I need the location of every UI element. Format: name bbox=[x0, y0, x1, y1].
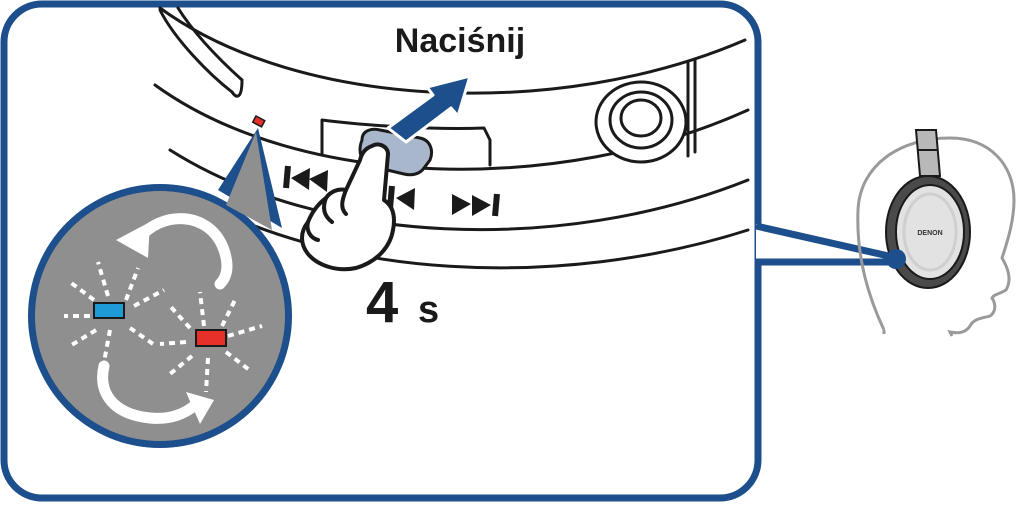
press-label: Naciśnij bbox=[395, 22, 525, 60]
cycle-arrowhead-bottom bbox=[186, 392, 214, 424]
cycle-arrowhead-top bbox=[116, 222, 150, 258]
hold-duration: 4 s bbox=[366, 270, 439, 335]
callout-pointer-dot bbox=[886, 249, 906, 269]
led-callout bbox=[28, 128, 292, 448]
skip-previous-icon bbox=[283, 165, 328, 192]
brand-label: DENON bbox=[917, 230, 942, 237]
pointing-finger-icon bbox=[300, 142, 396, 272]
head-with-headphones: DENON bbox=[856, 129, 1016, 337]
housing-led bbox=[251, 114, 266, 128]
cycle-arrows-icon bbox=[97, 213, 233, 424]
audio-jack-port bbox=[594, 80, 688, 164]
led-red-flash bbox=[159, 291, 263, 393]
callout-connector bbox=[755, 222, 894, 266]
duration-unit: s bbox=[418, 289, 439, 331]
duration-value: 4 bbox=[366, 270, 398, 335]
led-blue-flash bbox=[64, 261, 165, 363]
arrow-up-right-icon bbox=[386, 74, 472, 144]
headphone-earcup: DENON bbox=[885, 175, 971, 289]
skip-next-icon bbox=[452, 193, 500, 217]
